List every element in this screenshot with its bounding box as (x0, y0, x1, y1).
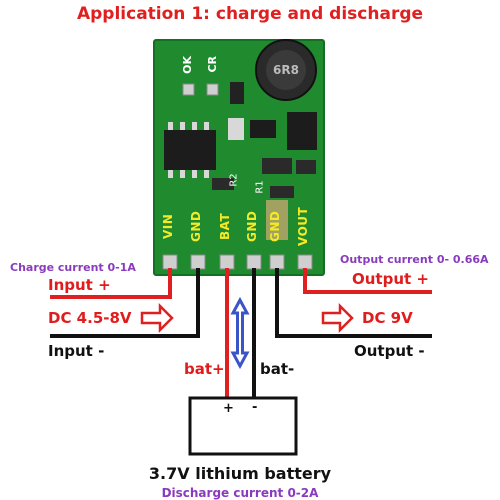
input-dc-label: DC 4.5-8V (48, 309, 132, 327)
battery-box (188, 396, 298, 456)
pin-pad-vout (297, 254, 313, 270)
wire-vout (303, 268, 432, 294)
transistor (250, 120, 276, 138)
pin-pad-gnd-2 (246, 254, 262, 270)
output-solder-pads (266, 200, 288, 240)
led-label-ok: OK (181, 56, 194, 74)
bat-minus-label: bat- (260, 360, 295, 378)
ic-chip (164, 130, 216, 170)
ic-pin (192, 170, 197, 178)
pin-pad-gnd-3 (269, 254, 285, 270)
output-dc-label: DC 9V (362, 309, 413, 327)
input-plus-label: Input + (48, 276, 111, 294)
battery-name-label: 3.7V lithium battery (148, 464, 332, 483)
ic-pin (168, 122, 173, 130)
pin-pad-gnd-1 (190, 254, 206, 270)
inductor-core (266, 50, 306, 90)
input-minus-label: Input - (48, 342, 105, 360)
pin-pad-bat (219, 254, 235, 270)
pin-label-gnd-3: GND (268, 210, 282, 242)
resistor-r2 (212, 178, 234, 190)
led-ok (182, 83, 195, 96)
output-current-label: Output current 0- 0.66A (340, 253, 489, 266)
ic-pin (168, 170, 173, 178)
led-label-cr: CR (206, 56, 219, 73)
capacitor-2 (262, 158, 292, 174)
capacitor-3 (296, 160, 316, 174)
diode (287, 112, 317, 150)
pcb-edge (153, 39, 325, 276)
capacitor-1 (228, 118, 244, 140)
battery-plus-sign: + (223, 401, 234, 416)
pin-label-bat: BAT (218, 212, 232, 240)
bat-plus-label: bat+ (184, 360, 225, 378)
wire-gnd-in (50, 268, 200, 338)
ic-pin (192, 122, 197, 130)
pin-label-gnd-1: GND (189, 210, 203, 242)
ic-pin (204, 122, 209, 130)
resistor-mark-r2: R2 (228, 173, 240, 187)
discharge-current-label: Discharge current 0-2A (161, 486, 319, 500)
ic-pin (180, 170, 185, 178)
led-cr (206, 83, 219, 96)
ic-pin (180, 122, 185, 130)
resistor-top (230, 82, 244, 104)
diagram-title: Application 1: charge and discharge (76, 4, 424, 24)
battery-minus-sign: - (252, 400, 258, 415)
resistor-mark-r1: R1 (254, 180, 266, 194)
inductor-mark: 6R8 (273, 63, 299, 77)
resistor-r1 (270, 186, 294, 198)
ic-pin (204, 170, 209, 178)
output-minus-label: Output - (354, 342, 425, 360)
input-arrow (140, 302, 174, 334)
bidirectional-arrow (230, 296, 250, 370)
wire-gnd-out (275, 268, 432, 338)
output-arrow (321, 302, 354, 334)
charge-current-label: Charge current 0-1A (10, 261, 136, 274)
pin-label-vout: VOUT (296, 206, 310, 246)
pin-label-gnd-2: GND (245, 210, 259, 242)
pin-pad-vin (162, 254, 178, 270)
output-plus-label: Output + (352, 270, 429, 288)
pin-label-vin: VIN (161, 213, 175, 239)
wire-vin (50, 268, 172, 299)
